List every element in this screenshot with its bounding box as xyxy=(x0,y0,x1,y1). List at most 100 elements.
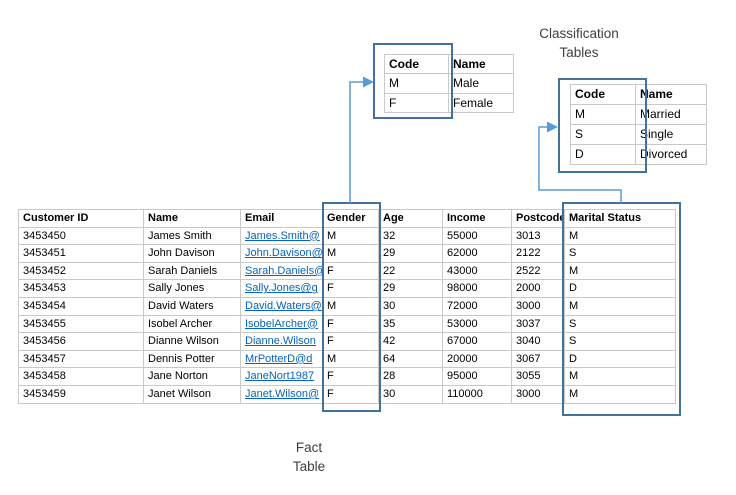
gender-cell-code: F xyxy=(384,92,449,113)
fact-cell-customer-id: 3453458 xyxy=(18,367,144,386)
fact-cell-gender: M xyxy=(322,226,379,246)
gender-cell-code: M xyxy=(384,73,449,94)
gender-connector-arrow xyxy=(349,76,374,203)
fact-cell-gender: F xyxy=(322,279,379,298)
marital-classification-table: Code Name M Married S Single D Divorced xyxy=(570,84,707,165)
fact-cell-name: Dianne Wilson xyxy=(143,332,241,351)
fact-cell-name: Dennis Potter xyxy=(143,349,241,369)
fact-cell-postcode: 3000 xyxy=(511,296,565,316)
fact-cell-postcode: 3055 xyxy=(511,367,565,386)
fact-cell-name: Janet Wilson xyxy=(143,384,241,404)
fact-header-customer-id: Customer ID xyxy=(18,209,144,228)
fact-cell-email-link[interactable]: Dianne.Wilson xyxy=(240,332,323,351)
gender-cell-name: Male xyxy=(448,73,514,94)
fact-cell-gender: M xyxy=(322,349,379,369)
fact-cell-age: 22 xyxy=(378,261,443,281)
fact-cell-postcode: 3037 xyxy=(511,314,565,334)
fact-cell-postcode: 3067 xyxy=(511,349,565,369)
gender-header-name: Name xyxy=(448,53,514,75)
marital-table-row: S Single xyxy=(570,124,707,145)
fact-cell-marital-status: M xyxy=(564,367,676,386)
fact-label-line2: Table xyxy=(292,459,326,474)
fact-cell-postcode: 2000 xyxy=(511,279,565,298)
fact-cell-email-link[interactable]: Sarah.Daniels@ xyxy=(240,261,323,281)
fact-cell-marital-status: M xyxy=(564,296,676,316)
fact-table-row: 3453455 Isobel Archer IsobelArcher@ F 35… xyxy=(18,314,676,334)
fact-cell-income: 67000 xyxy=(442,332,512,351)
fact-cell-marital-status: S xyxy=(564,314,676,334)
fact-cell-income: 53000 xyxy=(442,314,512,334)
fact-header-age: Age xyxy=(378,209,443,228)
fact-cell-email-link[interactable]: IsobelArcher@ xyxy=(240,314,323,334)
fact-cell-gender: F xyxy=(322,261,379,281)
fact-header-email: Email xyxy=(240,209,323,228)
gender-table-row: F Female xyxy=(384,92,514,113)
fact-table-row: 3453450 James Smith James.Smith@ M 32 55… xyxy=(18,226,676,246)
fact-cell-name: Sarah Daniels xyxy=(143,261,241,281)
marital-header-code: Code xyxy=(570,84,636,105)
classification-label-line1: Classification xyxy=(539,26,619,41)
marital-cell-name: Divorced xyxy=(635,144,707,165)
fact-cell-income: 110000 xyxy=(442,384,512,404)
fact-cell-name: Jane Norton xyxy=(143,367,241,386)
fact-cell-marital-status: M xyxy=(564,226,676,246)
fact-cell-marital-status: D xyxy=(564,279,676,298)
fact-cell-customer-id: 3453450 xyxy=(18,226,144,246)
fact-cell-email-link[interactable]: Janet.Wilson@ xyxy=(240,384,323,404)
fact-cell-name: Isobel Archer xyxy=(143,314,241,334)
fact-table: Customer ID Name Email Gender Age Income… xyxy=(18,209,676,404)
fact-cell-income: 62000 xyxy=(442,244,512,263)
gender-header-code: Code xyxy=(384,53,449,75)
fact-cell-gender: M xyxy=(322,296,379,316)
fact-cell-email-link[interactable]: James.Smith@ xyxy=(240,226,323,246)
fact-cell-name: John Davison xyxy=(143,244,241,263)
fact-cell-name: David Waters xyxy=(143,296,241,316)
fact-cell-age: 42 xyxy=(378,332,443,351)
fact-cell-email-link[interactable]: MrPotterD@d xyxy=(240,349,323,369)
fact-cell-age: 30 xyxy=(378,296,443,316)
classification-label-line2: Tables xyxy=(559,45,599,60)
fact-table-row: 3453458 Jane Norton JaneNort1987 F 28 95… xyxy=(18,367,676,386)
fact-table-row: 3453456 Dianne Wilson Dianne.Wilson F 42… xyxy=(18,332,676,351)
marital-table-row: D Divorced xyxy=(570,144,707,165)
fact-header-income: Income xyxy=(442,209,512,228)
fact-cell-income: 20000 xyxy=(442,349,512,369)
fact-header-marital-status: Marital Status xyxy=(564,209,676,228)
fact-cell-customer-id: 3453456 xyxy=(18,332,144,351)
fact-cell-email-link[interactable]: John.Davison@ xyxy=(240,244,323,263)
fact-cell-marital-status: D xyxy=(564,349,676,369)
fact-cell-customer-id: 3453459 xyxy=(18,384,144,404)
fact-cell-marital-status: M xyxy=(564,261,676,281)
fact-table-row: 3453452 Sarah Daniels Sarah.Daniels@ F 2… xyxy=(18,261,676,281)
fact-cell-income: 55000 xyxy=(442,226,512,246)
fact-cell-marital-status: S xyxy=(564,244,676,263)
fact-table-row: 3453454 David Waters David.Waters@ M 30 … xyxy=(18,296,676,316)
fact-cell-age: 29 xyxy=(378,279,443,298)
fact-cell-email-link[interactable]: Sally.Jones@g xyxy=(240,279,323,298)
marital-cell-name: Married xyxy=(635,104,707,125)
marital-cell-code: S xyxy=(570,124,636,145)
fact-cell-income: 95000 xyxy=(442,367,512,386)
gender-cell-name: Female xyxy=(448,92,514,113)
fact-cell-postcode: 2522 xyxy=(511,261,565,281)
fact-table-label: Fact Table xyxy=(259,438,359,476)
fact-cell-age: 35 xyxy=(378,314,443,334)
fact-cell-age: 29 xyxy=(378,244,443,263)
marital-cell-name: Single xyxy=(635,124,707,145)
fact-cell-gender: M xyxy=(322,244,379,263)
fact-cell-age: 30 xyxy=(378,384,443,404)
fact-cell-age: 28 xyxy=(378,367,443,386)
fact-table-header-row: Customer ID Name Email Gender Age Income… xyxy=(18,209,676,228)
fact-cell-email-link[interactable]: David.Waters@ xyxy=(240,296,323,316)
marital-header-name: Name xyxy=(635,84,707,105)
fact-cell-customer-id: 3453457 xyxy=(18,349,144,369)
marital-table-row: M Married xyxy=(570,104,707,125)
fact-header-gender: Gender xyxy=(322,209,379,228)
fact-table-row: 3453457 Dennis Potter MrPotterD@d M 64 2… xyxy=(18,349,676,369)
classification-tables-label: Classification Tables xyxy=(519,24,639,62)
fact-cell-customer-id: 3453454 xyxy=(18,296,144,316)
fact-cell-email-link[interactable]: JaneNort1987 xyxy=(240,367,323,386)
fact-cell-postcode: 3013 xyxy=(511,226,565,246)
fact-cell-marital-status: S xyxy=(564,332,676,351)
marital-table-header-row: Code Name xyxy=(570,84,707,105)
